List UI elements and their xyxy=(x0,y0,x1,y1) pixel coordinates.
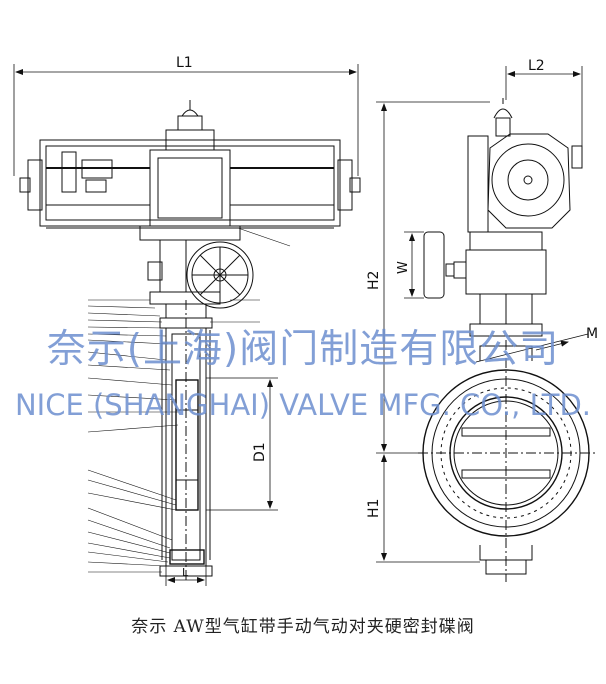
right-valve-body-front xyxy=(418,340,596,582)
dim-label-L2: L2 xyxy=(528,58,545,74)
dim-label-D1: D1 xyxy=(252,442,268,462)
dim-label-L1: L1 xyxy=(176,55,193,71)
left-valve-body-side xyxy=(159,300,213,580)
dim-label-L: L xyxy=(182,566,189,579)
left-actuator-cylinder xyxy=(19,100,361,241)
left-gearbox-handwheel xyxy=(147,239,254,309)
dim-label-H2: H2 xyxy=(366,271,382,290)
dim-label-M: M xyxy=(586,326,598,342)
right-actuator-front xyxy=(423,98,583,337)
figure-caption: 奈示 AW型气缸带手动气动对夹硬密封碟阀 xyxy=(131,617,475,637)
left-part-leaders xyxy=(87,227,291,573)
dim-label-H1: H1 xyxy=(366,499,382,518)
dim-label-W: W xyxy=(396,261,411,274)
dimension-lines xyxy=(13,64,589,586)
